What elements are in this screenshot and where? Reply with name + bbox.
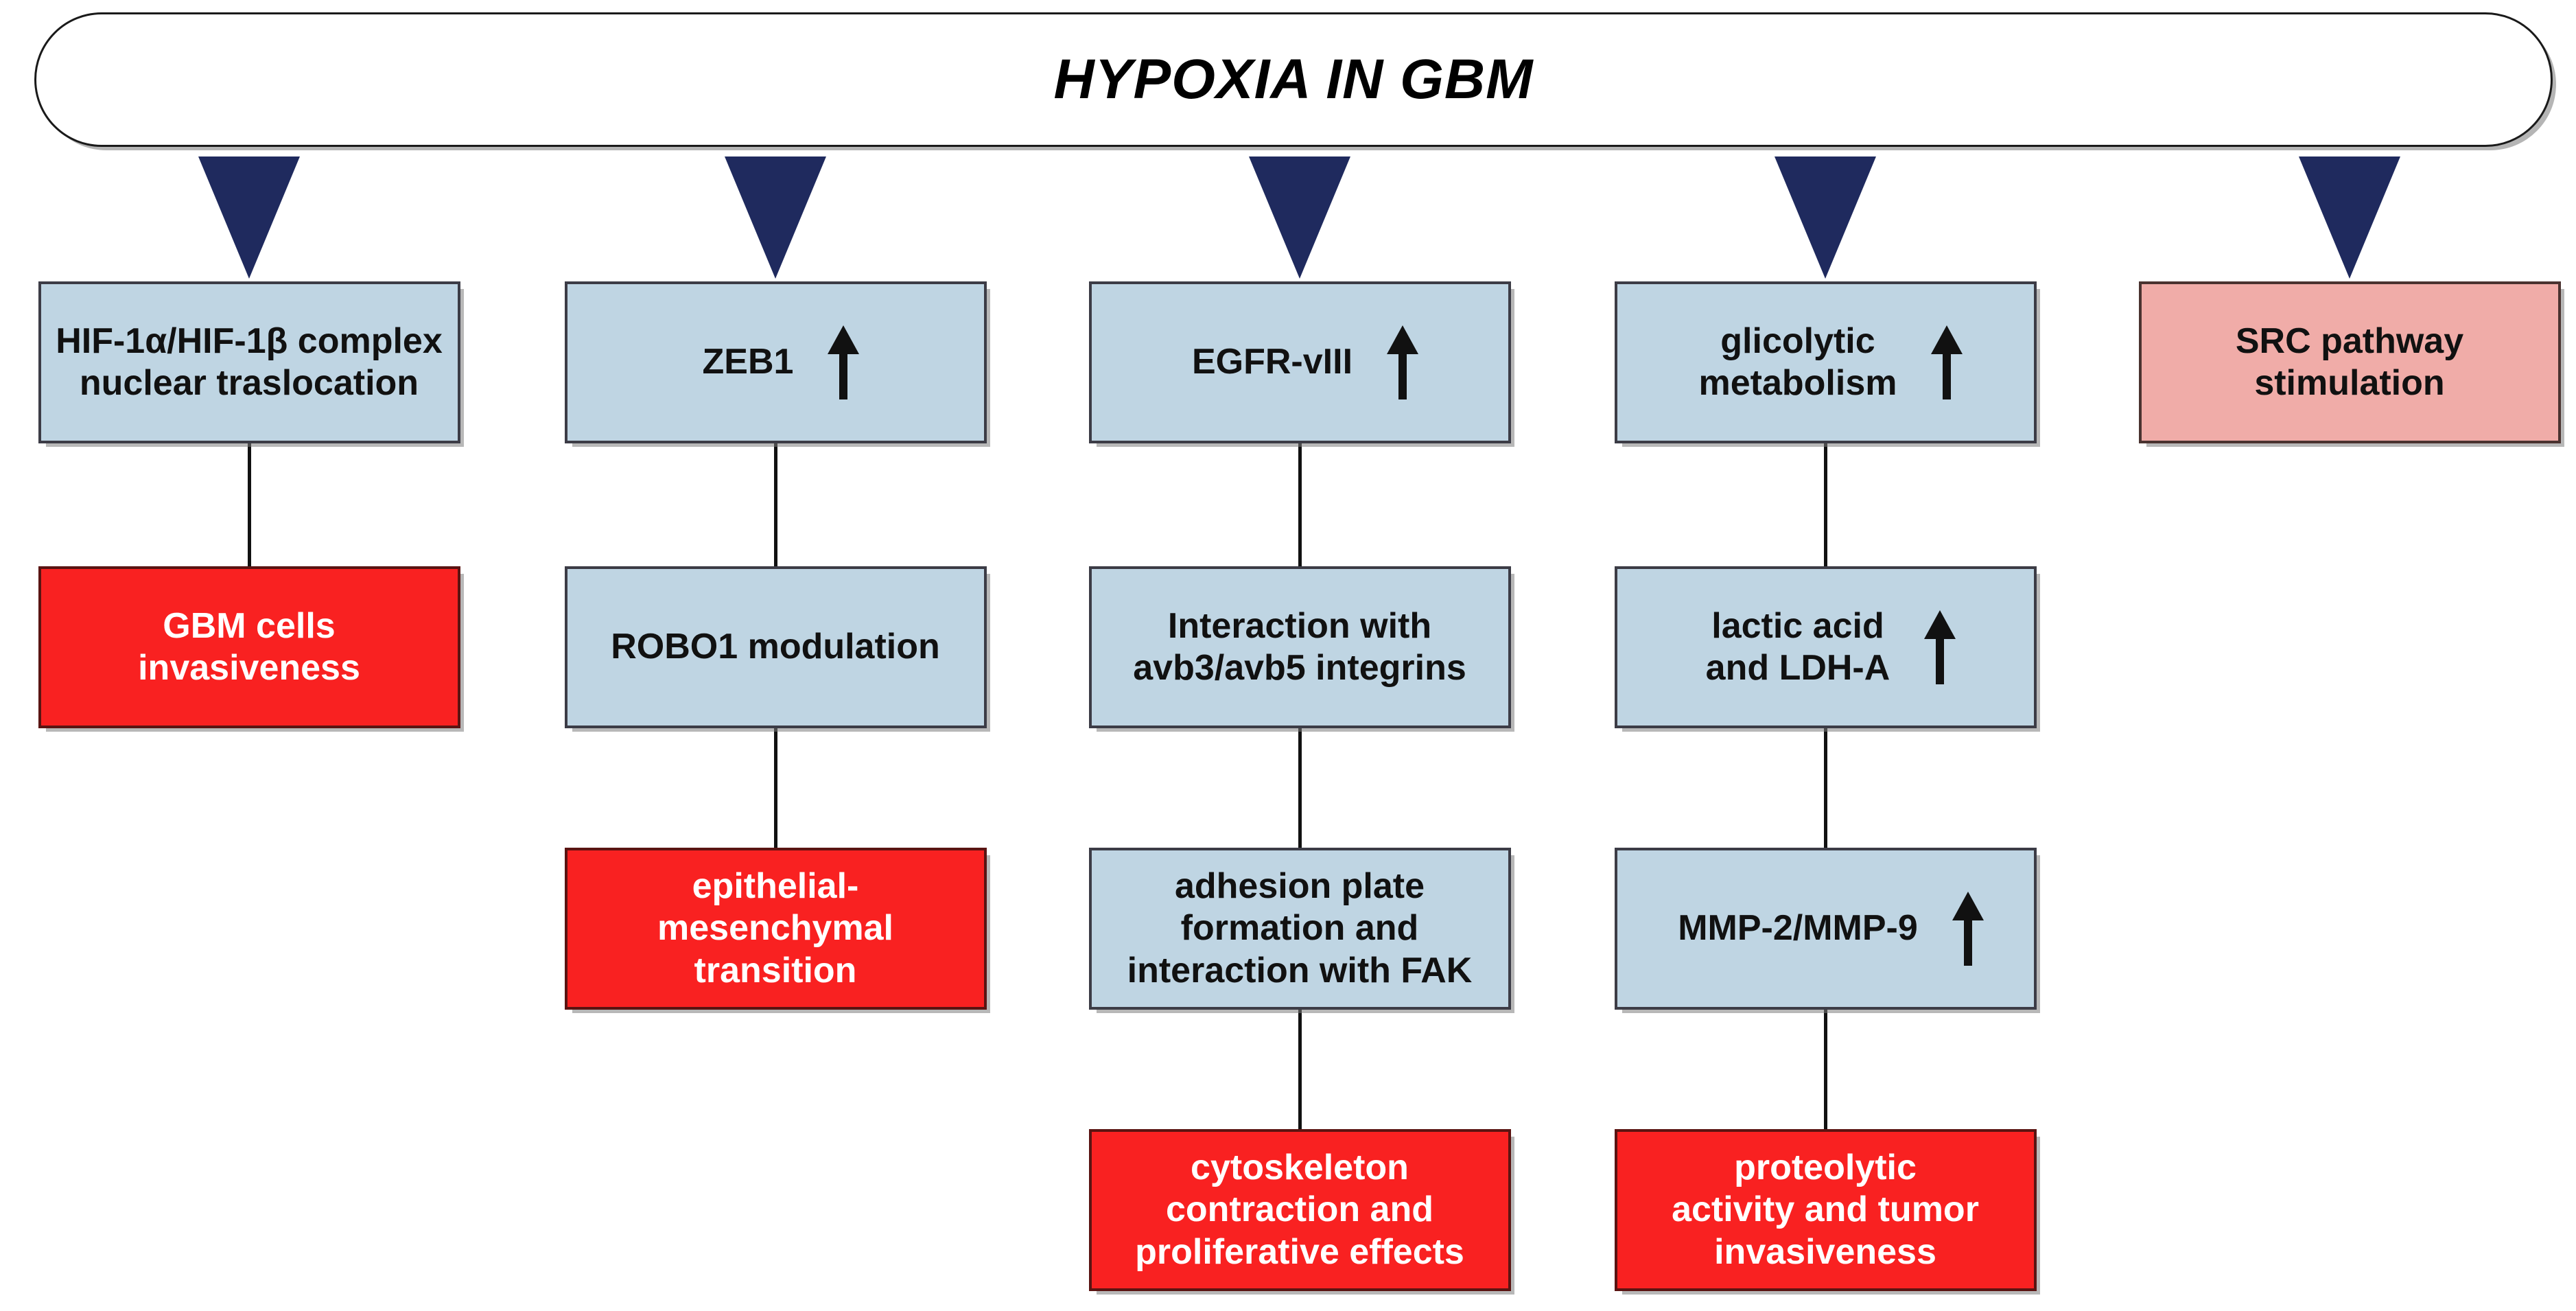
node-label: HIF-1α/HIF-1β complex nuclear traslocati… [56,321,443,403]
node-hif-1[interactable]: HIF-1α/HIF-1β complex nuclear traslocati… [38,281,460,443]
triangle-down-icon [2299,156,2400,279]
node-glycolysis-4[interactable]: proteolytic activity and tumor invasiven… [1614,1129,2037,1291]
node-zeb1-1[interactable]: ZEB1 [564,281,987,443]
node-src-1[interactable]: SRC pathway stimulation [2138,281,2561,443]
node-label: GBM cells invasiveness [138,605,360,688]
node-label: lactic acid and LDH-A [1705,605,1890,688]
node-label: glicolytic metabolism [1698,321,1897,403]
triangle-down-icon [198,156,300,279]
arrow-up-icon [1387,325,1419,399]
node-hif-2[interactable]: GBM cells invasiveness [38,566,460,728]
connector-line [1824,1010,1827,1129]
connector-line [1824,728,1827,848]
node-glycolysis-3[interactable]: MMP-2/MMP-9 [1614,848,2037,1010]
triangle-down-icon [1249,156,1350,279]
connector-line [1298,728,1302,848]
node-egfr-2[interactable]: Interaction with avb3/avb5 integrins [1088,566,1511,728]
connector-line [1298,1010,1302,1129]
node-egfr-4[interactable]: cytoskeleton contraction and proliferati… [1088,1129,1511,1291]
node-label: ZEB1 [702,342,794,382]
connector-line [248,443,251,566]
node-zeb1-2[interactable]: ROBO1 modulation [564,566,987,728]
triangle-down-icon [725,156,826,279]
arrow-up-icon [828,325,860,399]
node-egfr-1[interactable]: EGFR-vIII [1088,281,1511,443]
node-label: MMP-2/MMP-9 [1678,908,1918,949]
connector-line [774,728,777,848]
diagram-title-capsule: HYPOXIA IN GBM [34,12,2553,147]
node-zeb1-3[interactable]: epithelial-mesenchymal transition [564,848,987,1010]
node-label: EGFR-vIII [1191,342,1353,382]
node-label: epithelial-mesenchymal transition [657,866,893,990]
node-label: cytoskeleton contraction and proliferati… [1135,1147,1464,1272]
node-egfr-3[interactable]: adhesion plate formation and interaction… [1088,848,1511,1010]
connector-line [774,443,777,566]
node-glycolysis-2[interactable]: lactic acid and LDH-A [1614,566,2037,728]
node-label: SRC pathway stimulation [2235,321,2464,403]
connector-line [1298,443,1302,566]
node-glycolysis-1[interactable]: glicolytic metabolism [1614,281,2037,443]
node-label: proteolytic activity and tumor invasiven… [1672,1147,1979,1272]
node-label: adhesion plate formation and interaction… [1127,866,1473,990]
arrow-up-icon [1952,892,1984,966]
triangle-down-icon [1775,156,1876,279]
arrow-up-icon [1931,325,1963,399]
arrow-up-icon [1924,610,1956,684]
page-title: HYPOXIA IN GBM [1053,48,1534,111]
node-label: Interaction with avb3/avb5 integrins [1133,605,1466,688]
node-label: ROBO1 modulation [611,627,940,667]
connector-line [1824,443,1827,566]
